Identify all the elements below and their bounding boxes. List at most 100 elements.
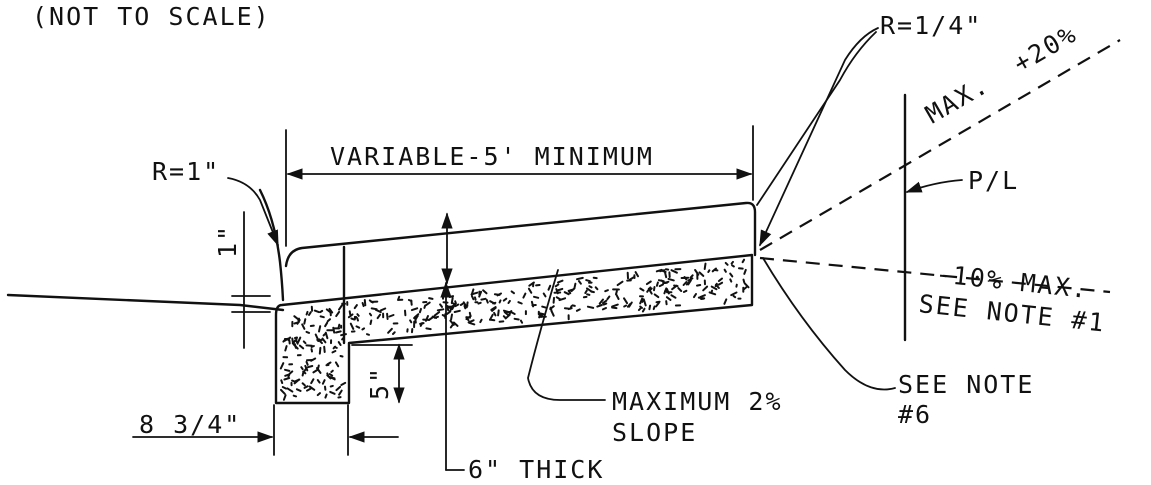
concrete-speck — [601, 307, 607, 311]
concrete-speck — [576, 276, 584, 281]
concrete-speck — [478, 290, 483, 298]
concrete-speck — [414, 316, 417, 324]
concrete-speck — [302, 340, 307, 345]
concrete-speck — [329, 390, 336, 395]
concrete-speck — [717, 277, 723, 282]
concrete-speck — [663, 287, 668, 295]
concrete-speck — [489, 313, 494, 321]
concrete-speck — [474, 296, 477, 301]
concrete-speck — [541, 305, 547, 309]
concrete-speck — [326, 318, 331, 323]
concrete-speck — [584, 289, 588, 294]
concrete-speck — [731, 264, 735, 268]
concrete-speck — [319, 309, 324, 314]
concrete-speck — [334, 361, 340, 368]
concrete-speck — [317, 338, 324, 342]
concrete-speck — [588, 285, 593, 289]
concrete-speck — [303, 318, 307, 325]
concrete-speck — [667, 277, 675, 282]
concrete-speck — [468, 311, 472, 317]
concrete-speck — [392, 331, 396, 335]
concrete-speck — [742, 286, 748, 291]
slope-leader — [527, 269, 606, 401]
concrete-speck — [493, 311, 497, 317]
concrete-speck — [468, 321, 476, 326]
concrete-speck — [295, 339, 299, 345]
concrete-speck — [335, 385, 342, 392]
curb-radius-arc — [258, 188, 285, 302]
concrete-speck — [446, 306, 450, 312]
concrete-speck — [645, 280, 652, 286]
concrete-speck — [567, 289, 572, 295]
note6-label-line1: SEE NOTE — [898, 370, 1034, 399]
concrete-speck — [708, 291, 717, 296]
concrete-speck — [288, 370, 294, 375]
concrete-speck — [723, 268, 727, 273]
concrete-speck — [498, 299, 502, 304]
concrete-walk-outline — [274, 253, 754, 405]
concrete-speck — [326, 374, 332, 380]
concrete-speck — [623, 297, 629, 305]
concrete-speck — [693, 293, 697, 299]
concrete-speck — [363, 299, 367, 307]
concrete-speck — [502, 297, 508, 302]
not-to-scale-note: (NOT TO SCALE) — [32, 2, 271, 31]
concrete-speck — [292, 394, 298, 398]
concrete-speck — [353, 304, 358, 310]
width-dimension-label: VARIABLE-5' MINIMUM — [330, 142, 654, 171]
concrete-speck — [510, 311, 516, 315]
concrete-speck — [741, 258, 746, 264]
concrete-speck — [428, 297, 434, 300]
concrete-speck — [388, 314, 395, 318]
concrete-speck — [297, 317, 300, 322]
concrete-speck — [555, 296, 562, 301]
concrete-speck — [310, 345, 315, 348]
concrete-speck — [717, 281, 724, 286]
concrete-speck — [282, 338, 287, 343]
concrete-speck — [465, 316, 470, 322]
concrete-speck — [637, 307, 642, 312]
concrete-speck — [297, 336, 302, 344]
concrete-speck — [448, 295, 455, 298]
concrete-speck — [652, 305, 656, 311]
concrete-speck — [687, 277, 694, 282]
concrete-speck — [538, 312, 545, 316]
concrete-speck — [586, 305, 595, 309]
concrete-speck — [641, 307, 646, 313]
concrete-speck — [596, 304, 603, 308]
concrete-speck — [301, 382, 306, 387]
concrete-speck — [340, 381, 347, 386]
concrete-speck — [349, 322, 355, 330]
concrete-speck — [449, 321, 456, 329]
concrete-speck — [454, 303, 460, 308]
concrete-speck — [379, 307, 387, 312]
concrete-speck — [305, 310, 309, 316]
concrete-speck — [493, 293, 501, 296]
concrete-speck — [306, 387, 312, 392]
existing-ground-line — [6, 293, 285, 312]
concrete-speck — [368, 299, 374, 304]
concrete-speck — [287, 373, 291, 378]
concrete-speck — [293, 343, 299, 350]
concrete-speck — [361, 327, 366, 331]
concrete-speck — [339, 355, 344, 358]
concrete-speck — [641, 298, 645, 303]
concrete-speck — [604, 289, 609, 293]
radius-left-leader — [227, 177, 279, 247]
concrete-speck — [293, 378, 300, 385]
concrete-speck — [527, 287, 533, 294]
concrete-speck — [319, 315, 325, 319]
concrete-speck — [317, 364, 320, 369]
concrete-speck — [616, 280, 624, 287]
concrete-speck — [283, 377, 291, 381]
concrete-speck — [291, 379, 296, 383]
concrete-speck — [563, 291, 570, 296]
concrete-speck — [281, 386, 288, 390]
concrete-speck — [732, 294, 737, 299]
concrete-speck — [615, 293, 620, 300]
concrete-speck — [492, 301, 497, 305]
concrete-speck — [295, 388, 302, 392]
concrete-speck — [338, 303, 344, 311]
concrete-speck — [356, 317, 359, 322]
concrete-speck — [606, 295, 611, 301]
